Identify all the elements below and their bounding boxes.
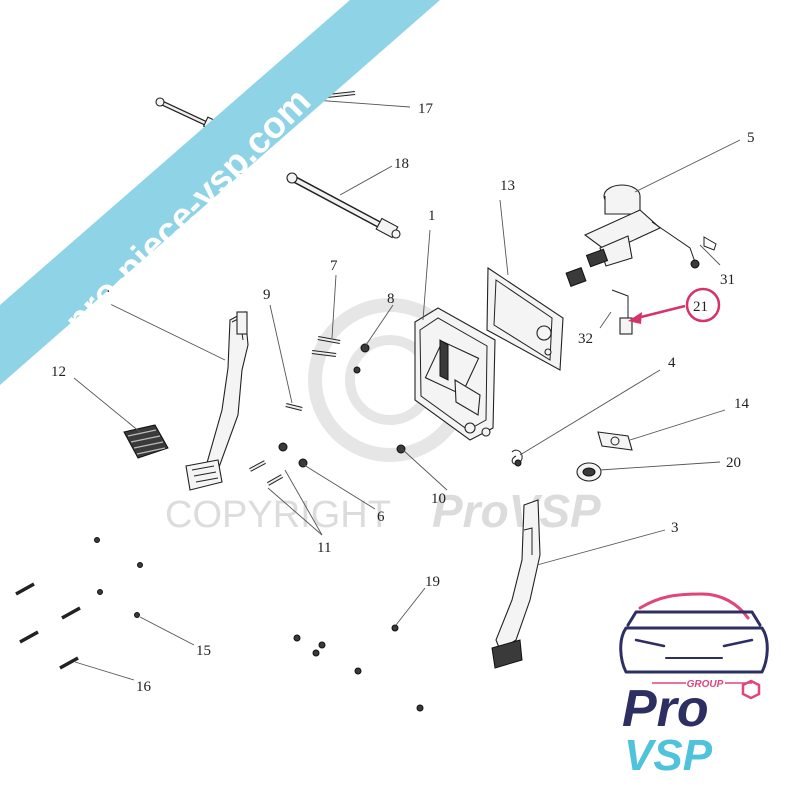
callout-5: 5 — [747, 130, 755, 146]
callout-10: 10 — [431, 491, 446, 507]
callout-numbers: 1 3 4 4 5 6 7 8 9 10 11 12 13 14 15 16 1… — [51, 101, 755, 695]
copyright-text: COPYRIGHT — [165, 494, 391, 536]
copyright-brand: ProVSP — [432, 485, 601, 537]
part-14-flange — [597, 431, 633, 451]
callout-7: 7 — [330, 258, 338, 274]
part-12-pedal-rubber — [123, 424, 169, 459]
part-7-bolts — [311, 336, 341, 357]
left-pedal-pad — [185, 459, 223, 491]
logo-group-label: GROUP — [687, 679, 724, 690]
callout-31: 31 — [720, 272, 735, 288]
copyright-watermark: COPYRIGHT ProVSP — [165, 485, 601, 537]
callout-19: 19 — [425, 574, 440, 590]
callout-9: 9 — [263, 287, 271, 303]
part-20-grommet — [576, 462, 602, 482]
callout-32: 32 — [578, 331, 593, 347]
callout-4-lower: 4 — [668, 355, 676, 371]
callout-20: 20 — [726, 455, 741, 471]
part-6-11-hardware — [249, 442, 308, 486]
highlight-circle-21 — [685, 287, 721, 323]
watermark-banner: pro-piece-vsp.com — [0, 0, 440, 385]
callout-6: 6 — [377, 509, 385, 525]
part-9-bolt — [285, 403, 303, 411]
part-32-switch — [611, 289, 633, 335]
callout-15: 15 — [196, 643, 211, 659]
callout-3: 3 — [671, 520, 679, 536]
part-3-pedal-arm — [491, 499, 541, 669]
callout-17: 17 — [418, 101, 434, 117]
callout-8: 8 — [387, 291, 395, 307]
part-19-screws — [293, 624, 424, 712]
callout-11: 11 — [317, 540, 331, 556]
callout-13: 13 — [500, 178, 515, 194]
callout-1: 1 — [428, 208, 436, 224]
logo-vsp-text: VSP — [624, 731, 713, 780]
part-4-clip — [511, 449, 523, 467]
callout-16: 16 — [136, 679, 152, 695]
part-5-master-cylinder — [565, 184, 717, 287]
part-15-16-hardware — [15, 537, 143, 670]
part-10-nut — [396, 444, 406, 454]
provsp-logo: GROUP Pro VSP — [619, 592, 769, 780]
part-18-rod — [286, 172, 401, 239]
part-4-pedal-arm — [204, 311, 249, 471]
callout-14: 14 — [734, 396, 750, 412]
part-13-gasket — [486, 266, 564, 371]
callout-21: 21 — [693, 299, 708, 315]
part-8-nuts — [353, 343, 370, 374]
part-1-bracket — [414, 307, 496, 441]
hex-nut-icon — [741, 679, 761, 700]
highlight-arrow-21 — [628, 287, 721, 324]
callout-18: 18 — [394, 156, 409, 172]
watermark-banner-text: pro-piece-vsp.com — [57, 80, 319, 342]
callout-12: 12 — [51, 364, 66, 380]
car-outline-icon — [619, 592, 769, 674]
logo-pro-text: Pro — [622, 680, 709, 738]
